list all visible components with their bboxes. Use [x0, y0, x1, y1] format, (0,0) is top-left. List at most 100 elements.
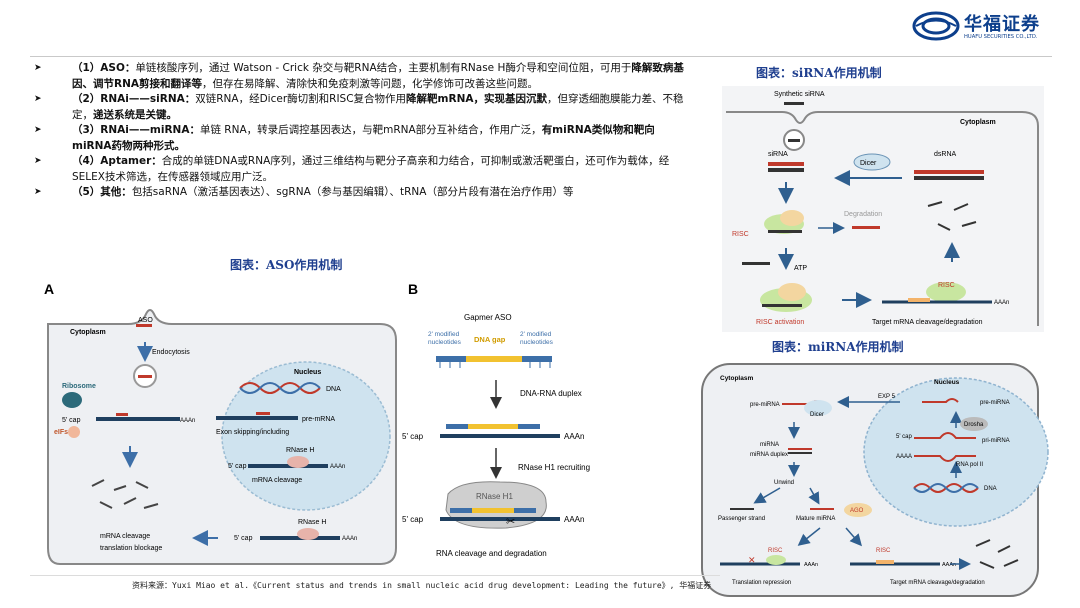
bullet-arrow-icon: ➤: [34, 156, 42, 166]
ribosome-label: Ribosome: [62, 383, 96, 390]
cap-label-b1: 5' cap: [402, 432, 424, 441]
dsrna-label: dsRNA: [934, 151, 957, 158]
cap-label-nucleus: 5' cap: [228, 463, 247, 470]
logo-text-en: HUAFU SECURITIES CO.,LTD.: [964, 34, 1038, 40]
risc-label-1: RISC: [732, 231, 749, 238]
sirna-aaan: AAAn: [994, 300, 1009, 306]
rna-pol-label: RNA pol II: [956, 462, 983, 468]
mirna-risc-2: RISC: [876, 548, 891, 554]
target-cleavage-label: Target mRNA cleavage/degradation: [872, 319, 983, 326]
mirna-dna-label: DNA: [984, 486, 997, 492]
mirna-figure-title: 图表：miRNA作用机制: [772, 340, 904, 354]
rnase-h1-blob: [445, 481, 547, 529]
bullet-arrow-icon: ➤: [34, 125, 42, 135]
rnase-h1-label: RNase H1: [476, 492, 513, 501]
nucleus-region: [221, 361, 391, 511]
company-logo: 华福证券 HUAFU SECURITIES CO.,LTD.: [912, 10, 1072, 46]
exon-skipping-label: Exon skipping/including: [216, 429, 289, 436]
degradation-label: Degradation: [844, 211, 882, 218]
source-note: 资料来源：Yuxi Miao et al.《Current status and…: [132, 581, 712, 590]
bullet-arrow-icon: ➤: [34, 63, 42, 73]
dicer-label: Dicer: [860, 160, 877, 167]
bullet-item: ➤ （3）RNAi——miRNA：单链 RNA，转录后调控基因表达，与靶mRNA部…: [30, 123, 690, 154]
bullet-text: 降解致病基因、调节RNA剪接和翻译等: [72, 62, 684, 90]
bullet-text: （1）ASO：: [72, 62, 136, 74]
rnase-h-label-nucleus: RNase H: [286, 447, 314, 454]
nucleus-label: Nucleus: [294, 369, 321, 376]
bullet-arrow-icon: ➤: [34, 94, 42, 104]
translation-blockage-out: translation blockage: [100, 545, 162, 552]
bullet-text: ，但穿透细胞膜能力差、不稳定，: [72, 93, 684, 121]
sirna-label: siRNA: [768, 151, 788, 158]
bullet-text: （4）Aptamer：: [72, 155, 162, 167]
bullet-arrow-icon: ➤: [34, 187, 42, 197]
mirna-target-label: Target mRNA cleavage/degradation: [890, 580, 985, 586]
mirna-aaan-1: AAAn: [804, 562, 818, 568]
bullet-list: ➤（1）ASO：单链核酸序列，通过 Watson - Crick 杂交与靶RNA…: [30, 61, 690, 201]
aso-label: ASO: [138, 317, 153, 324]
dna-gap-label: DNA gap: [474, 335, 506, 344]
bullet-text: 合成的单链DNA或RNA序列，通过三维结构与靶分子高亲和力结合，可抑制或激活靶蛋…: [72, 155, 670, 183]
mirna-label: miRNA: [760, 442, 779, 448]
gapmer-label: Gapmer ASO: [464, 313, 512, 322]
pre-mirna-nuc: pre-miRNA: [980, 400, 1010, 406]
sirna-figure-title: 图表：siRNA作用机制: [756, 66, 882, 80]
pre-mirna-cyto: pre-miRNA: [750, 402, 780, 408]
header-divider: [30, 56, 1052, 57]
panel-b-label: B: [408, 281, 418, 297]
rnase-h-label-cyto: RNase H: [298, 519, 326, 526]
bullet-text: （5）其他：: [72, 186, 132, 198]
aaan-nucleus: AAAn: [330, 464, 345, 470]
panel-a-label: A: [44, 281, 54, 297]
mirna-mechanism-figure: Cytoplasm Nucleus EXP 5 pre-miRNA Dicer …: [701, 363, 1049, 597]
unwind-label: Unwind: [774, 480, 794, 486]
scissors-icon: ✂: [506, 516, 515, 528]
pre-mrna-label: pre-mRNA: [302, 416, 335, 423]
sirna-cytoplasm-label: Cytoplasm: [960, 119, 996, 126]
eifs-label: eIFs: [54, 429, 68, 436]
recruit-label: RNase H1 recruiting: [518, 463, 590, 472]
bullet-item: ➤ （4）Aptamer：合成的单链DNA或RNA序列，通过三维结构与靶分子高亲和…: [30, 154, 690, 185]
mrna-cleavage-nucleus: mRNA cleavage: [252, 477, 302, 484]
aaan-cyto: AAAn: [180, 418, 195, 424]
bullet-item: ➤（1）ASO：单链核酸序列，通过 Watson - Crick 杂交与靶RNA…: [30, 61, 690, 92]
sirna-mechanism-figure: Synthetic siRNA Cytoplasm siRNA dsRNA Di…: [722, 86, 1044, 332]
aaan-cyto2: AAAn: [342, 536, 357, 542]
endocytosis-label: Endocytosis: [152, 349, 190, 356]
mirna-duplex-label: miRNA duplex: [750, 452, 788, 458]
ago-label: AGO: [850, 508, 864, 514]
footer-divider: [30, 575, 720, 576]
bullet-text: 包括saRNA（激活基因表达）、sgRNA（参与基因编辑）、tRNA（部分片段有…: [131, 186, 574, 198]
cap-label-cyto2: 5' cap: [234, 535, 253, 542]
pri-mirna-label: pri-miRNA: [982, 438, 1010, 444]
logo-text-cn: 华福证券: [964, 14, 1040, 35]
mirna-cytoplasm-label: Cytoplasm: [720, 375, 753, 382]
bullet-text: 有miRNA类似物和靶向miRNA药物两种形式。: [72, 124, 655, 152]
bullet-text: （3）RNAi——miRNA：: [72, 124, 200, 136]
drosha-label: Drosha: [964, 422, 984, 428]
eifs-icon: [68, 426, 80, 438]
mirna-cap: 5' cap: [896, 434, 912, 440]
cytoplasm-label: Cytoplasm: [70, 329, 106, 336]
bullet-text: 单链 RNA，转录后调控基因表达，与靶mRNA部分互补结合，作用广泛，: [199, 124, 542, 136]
mirna-nucleus: [863, 377, 1049, 527]
bullet-text: 递送系统是关键。: [93, 108, 177, 121]
aaaa-label: AAAA: [896, 454, 912, 460]
bullet-text: （2）RNAi——siRNA：: [72, 93, 196, 105]
atp-label: ATP: [794, 265, 807, 272]
aso-strand: [136, 324, 152, 327]
bullet-item: ➤（2）RNAi——siRNA：双链RNA，经Dicer酶切割和RISC复合物作…: [30, 92, 690, 123]
synthetic-sirna-label: Synthetic siRNA: [774, 91, 825, 98]
bullet-item: ➤ （5）其他：包括saRNA（激活基因表达）、sgRNA（参与基因编辑）、tRN…: [30, 185, 690, 201]
dna-label: DNA: [326, 386, 341, 393]
cleave-label: RNA cleavage and degradation: [436, 549, 547, 558]
aso-mechanism-figure: A ASO Cytoplasm Endocytosis Nucleus DNA …: [44, 281, 590, 565]
risc-activation-label: RISC activation: [756, 319, 804, 326]
bullet-text: 降解靶mRNA，实现基因沉默: [406, 93, 547, 105]
aaan-b2: AAAn: [564, 515, 584, 524]
cap-label-cyto: 5' cap: [62, 417, 81, 424]
mature-mirna-label: Mature miRNA: [796, 516, 835, 522]
duplex-label: DNA-RNA duplex: [520, 389, 582, 398]
translation-repression-label: Translation repression: [732, 580, 791, 586]
